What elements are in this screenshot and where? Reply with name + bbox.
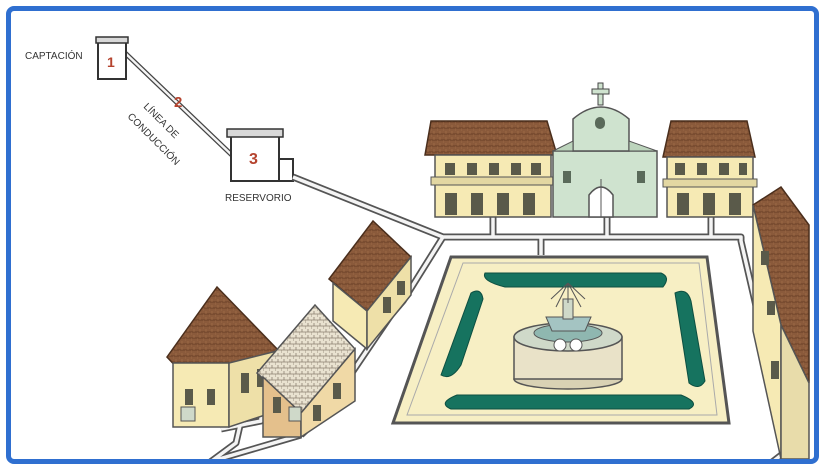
water-system-diagram: 1 CAPTACIÓN 2 LÍNEA DE CONDUCCIÓN 3 RESE… — [25, 36, 810, 459]
building-right-side — [752, 185, 810, 459]
captacion-tank: 1 — [95, 36, 129, 80]
reservorio-label: RESERVORIO — [225, 193, 292, 204]
conduction-pipe — [121, 49, 238, 161]
garden-bottom — [444, 394, 694, 410]
reservorio-tank: 3 — [226, 128, 294, 182]
garden-top — [483, 272, 667, 288]
house-middle — [255, 303, 356, 439]
cross-icon — [591, 82, 610, 106]
house-back — [327, 219, 413, 352]
fountain-icon — [513, 282, 623, 390]
diagram-frame: 1 CAPTACIÓN 2 LÍNEA DE CONDUCCIÓN 3 RESE… — [6, 6, 819, 464]
house-left — [166, 285, 280, 429]
number-1: 1 — [107, 54, 115, 70]
number-3: 3 — [249, 151, 258, 168]
building-top-right — [662, 120, 758, 218]
garden-left — [440, 290, 484, 378]
captacion-label: CAPTACIÓN — [25, 49, 83, 62]
church — [552, 82, 658, 218]
number-2: 2 — [174, 94, 182, 111]
garden-right — [674, 290, 706, 387]
building-top-left — [424, 120, 559, 218]
plaza — [390, 255, 731, 425]
